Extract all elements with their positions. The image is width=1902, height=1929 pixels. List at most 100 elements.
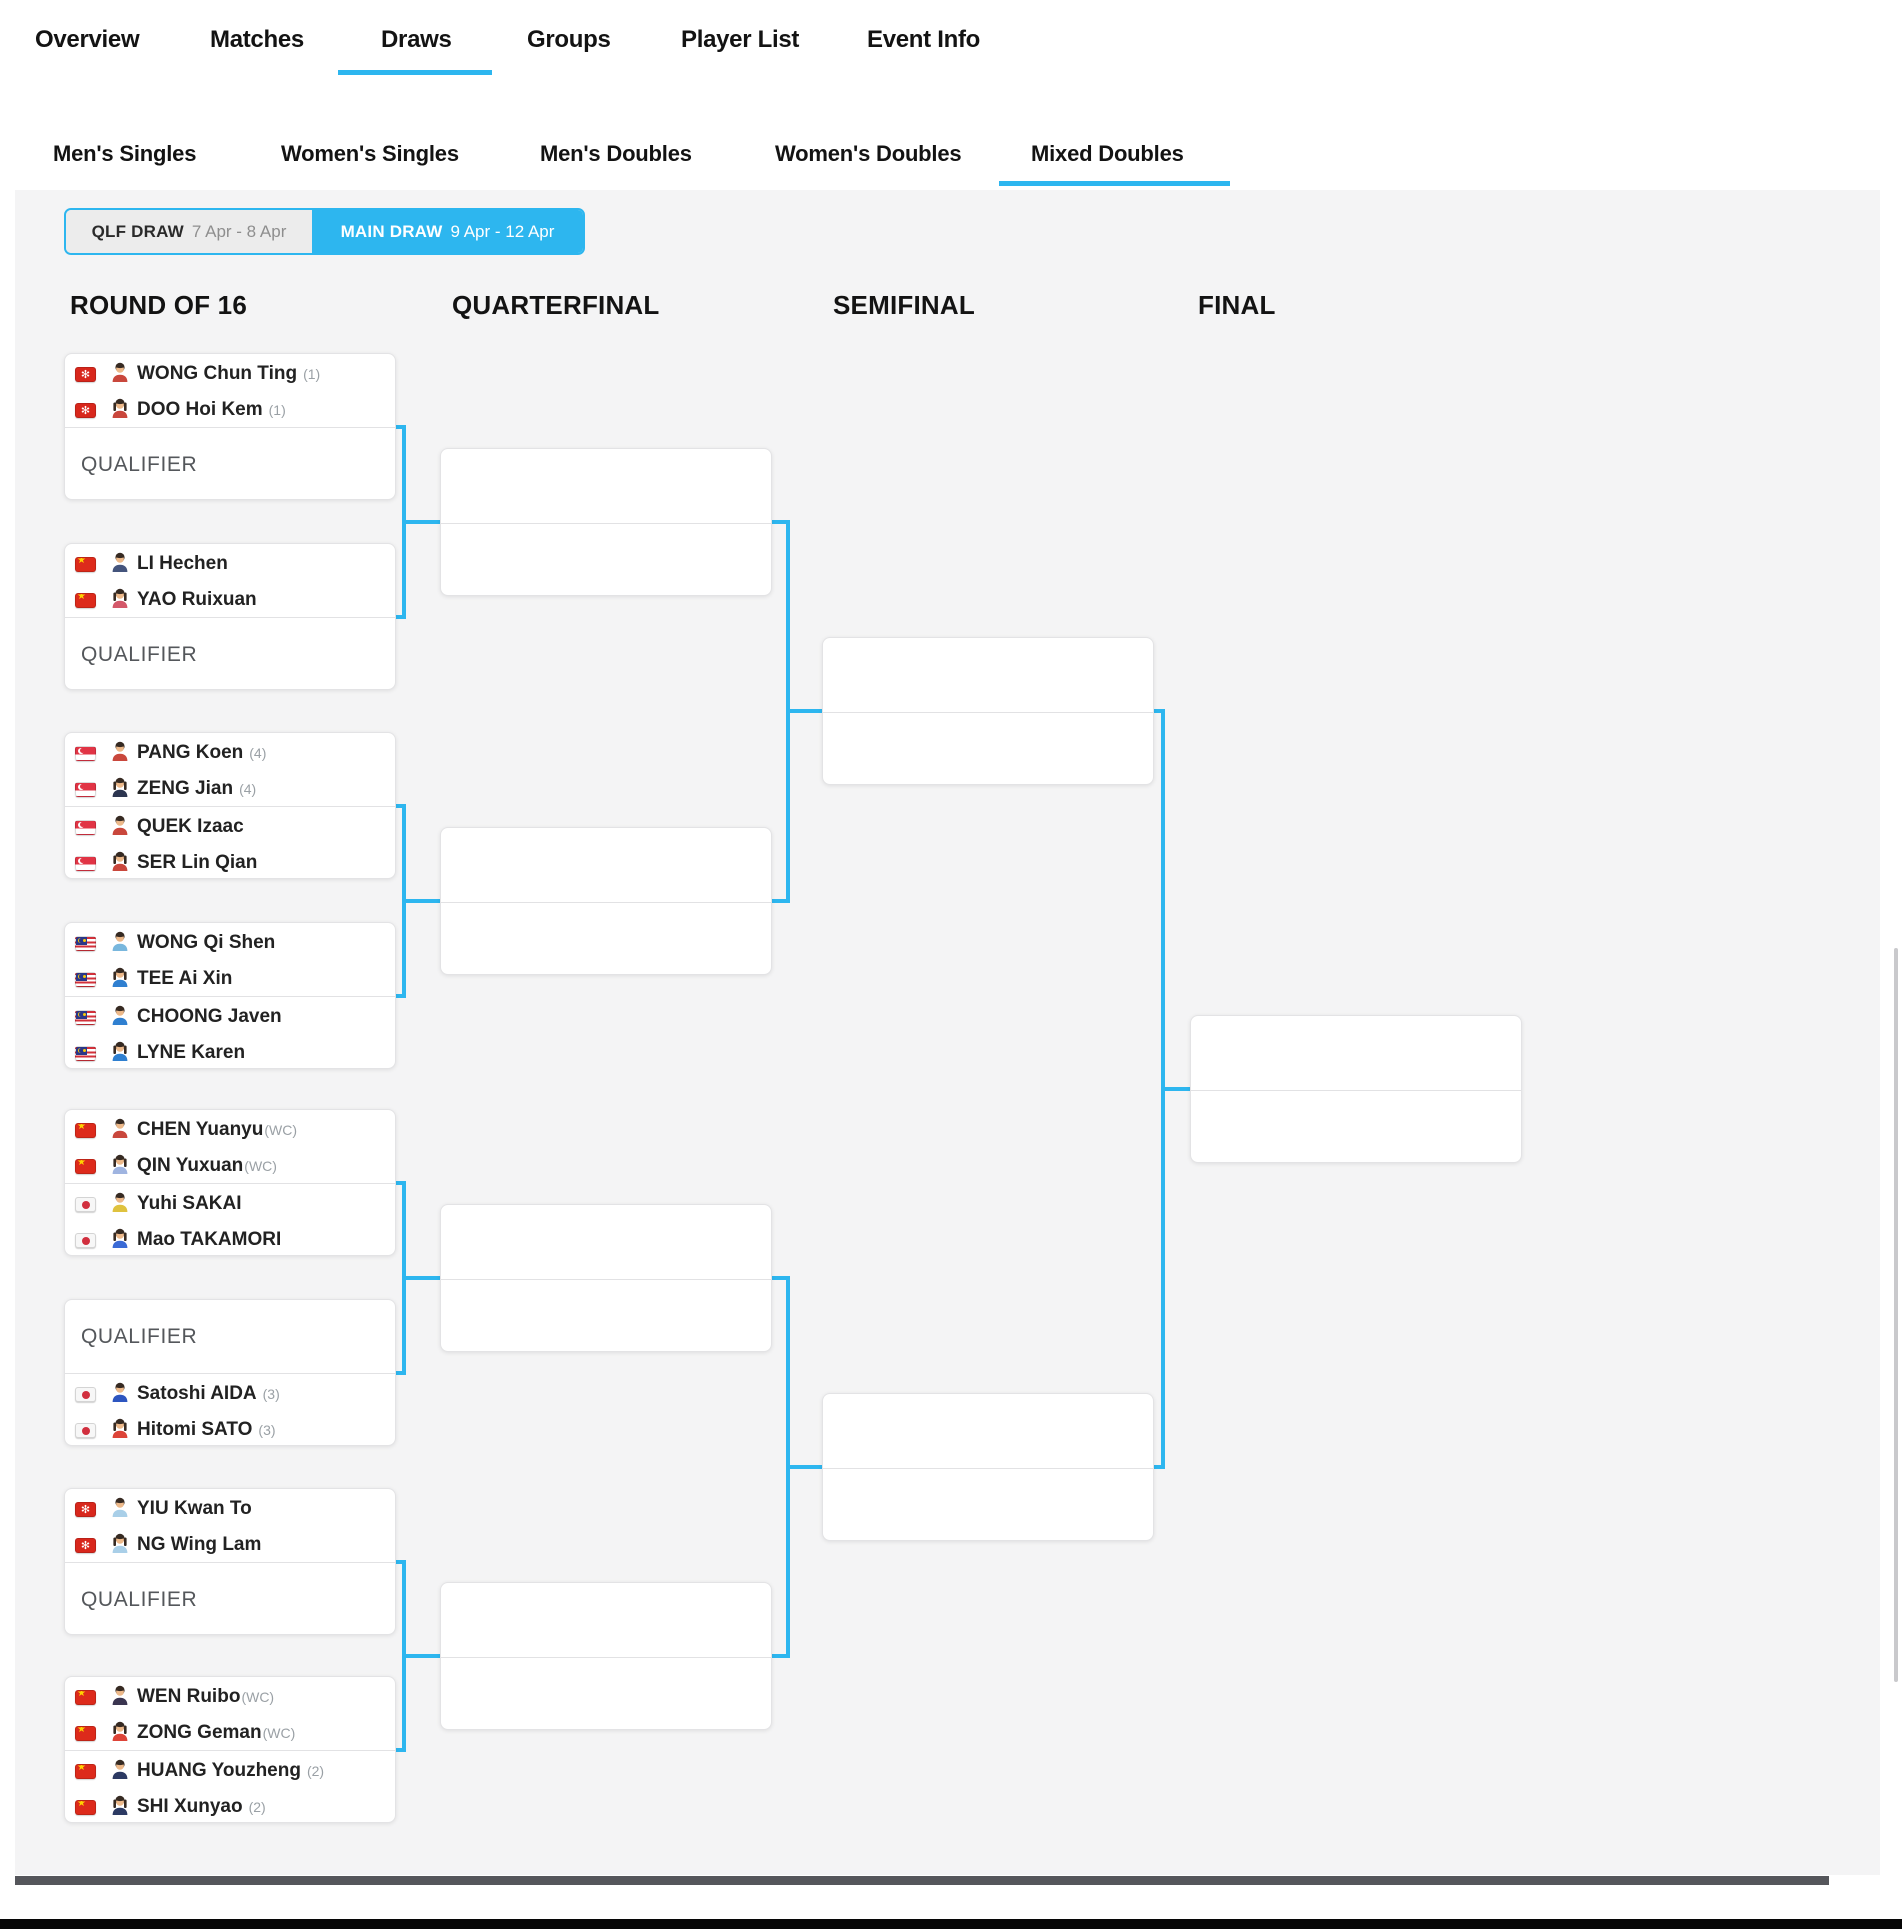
draw-stage-toggle: QLF DRAW 7 Apr - 8 Apr MAIN DRAW 9 Apr -… — [64, 208, 585, 255]
player-row: ★QIN Yuxuan(WC) — [65, 1149, 395, 1183]
bracket-connector — [394, 425, 406, 429]
player-name[interactable]: HUANG Youzheng — [137, 1760, 301, 1781]
main-draw-button[interactable]: MAIN DRAW 9 Apr - 12 Apr — [312, 210, 583, 253]
winner-slot-empty — [441, 828, 771, 902]
player-name[interactable]: PANG Koen — [137, 742, 244, 763]
player-row: ★YAO Ruixuan — [65, 583, 395, 617]
player-avatar-icon — [96, 1758, 130, 1784]
category-tab-mens-singles[interactable]: Men's Singles — [53, 141, 197, 166]
winner-slot-empty — [441, 522, 771, 598]
player-seed: (2) — [306, 1763, 325, 1779]
player-row: Yuhi SAKAI — [65, 1187, 395, 1221]
player-name[interactable]: WONG Chun Ting — [137, 363, 298, 384]
player-avatar-icon — [96, 1004, 130, 1030]
nav-item-draws[interactable]: Draws — [381, 26, 452, 53]
team-slot[interactable]: Yuhi SAKAI Mao TAKAMORI — [65, 1183, 395, 1257]
player-row: ★ LI Hechen — [65, 547, 395, 581]
vertical-scrollbar[interactable] — [1894, 948, 1898, 1682]
winner-slot-empty — [441, 1656, 771, 1732]
bracket-connector — [770, 520, 790, 524]
flag-cn-icon: ★ — [75, 556, 96, 572]
player-row: PANG Koen (4) — [65, 736, 395, 770]
nav-item-groups[interactable]: Groups — [527, 26, 611, 53]
player-name[interactable]: DOO Hoi Kem — [137, 399, 263, 420]
flag-cn-icon: ★ — [75, 1158, 96, 1174]
player-name[interactable]: Hitomi SATO — [137, 1419, 253, 1440]
team-slot[interactable]: ★CHEN Yuanyu(WC)★QIN Yuxuan(WC) — [65, 1110, 395, 1183]
qualifier-slot: QUALIFIER — [65, 617, 395, 691]
player-name[interactable]: WEN Ruibo — [137, 1686, 241, 1707]
player-name[interactable]: SHI Xunyao — [137, 1796, 243, 1817]
player-seed: (1) — [268, 402, 286, 418]
bracket-connector — [402, 1654, 442, 1658]
player-avatar-icon — [96, 1381, 130, 1407]
player-seed: (WC) — [262, 1725, 296, 1741]
qlf-draw-button[interactable]: QLF DRAW 7 Apr - 8 Apr — [66, 210, 312, 253]
player-row: ★CHEN Yuanyu(WC) — [65, 1113, 395, 1147]
player-row: ★ZONG Geman(WC) — [65, 1716, 395, 1750]
winner-slot-empty — [823, 1467, 1153, 1543]
player-name[interactable]: WONG Qi Shen — [137, 932, 276, 953]
window-bottom-bar — [0, 1919, 1902, 1929]
player-name[interactable]: Mao TAKAMORI — [137, 1229, 282, 1250]
player-avatar-icon — [96, 1720, 130, 1746]
horizontal-scrollbar-thumb[interactable] — [15, 1876, 1829, 1885]
player-name[interactable]: NG Wing Lam — [137, 1534, 262, 1555]
player-name[interactable]: YAO Ruixuan — [137, 589, 257, 610]
player-seed: (4) — [249, 745, 267, 761]
team-slot[interactable]: PANG Koen (4) ZENG Jian (4) — [65, 733, 395, 806]
bracket-connector — [786, 709, 824, 713]
player-avatar-icon — [96, 1040, 130, 1066]
round-header-semifinal: SEMIFINAL — [833, 290, 975, 320]
player-row: ★WEN Ruibo(WC) — [65, 1680, 395, 1714]
player-name[interactable]: Satoshi AIDA — [137, 1383, 257, 1404]
team-slot[interactable]: Satoshi AIDA(3)Hitomi SATO(3) — [65, 1373, 395, 1447]
player-name[interactable]: TEE Ai Xin — [137, 968, 233, 989]
player-name[interactable]: SER Lin Qian — [137, 852, 258, 873]
player-avatar-icon — [96, 1117, 130, 1143]
category-tab-womens-doubles[interactable]: Women's Doubles — [775, 141, 962, 166]
player-name[interactable]: QIN Yuxuan — [137, 1155, 244, 1176]
team-slot[interactable]: ✻YIU Kwan To✻NG Wing Lam — [65, 1489, 395, 1562]
category-tab-mens-doubles[interactable]: Men's Doubles — [540, 141, 692, 166]
player-row: Hitomi SATO(3) — [65, 1413, 395, 1447]
bracket-connector — [770, 899, 790, 903]
category-tab-mixed-doubles[interactable]: Mixed Doubles — [1031, 141, 1184, 166]
nav-item-player-list[interactable]: Player List — [681, 26, 800, 53]
player-row: ✻YIU Kwan To — [65, 1492, 395, 1526]
player-name[interactable]: QUEK Izaac — [137, 816, 244, 837]
nav-item-matches[interactable]: Matches — [210, 26, 304, 53]
category-tab-womens-singles[interactable]: Women's Singles — [281, 141, 459, 166]
round-header-quarterfinal: QUARTERFINAL — [452, 290, 660, 320]
match-box-quarterfinal-1 — [440, 448, 772, 596]
team-slot[interactable]: ✻WONG Chun Ting(1)✻DOO Hoi Kem(1) — [65, 354, 395, 427]
player-row: CHOONG Javen — [65, 1000, 395, 1034]
player-name[interactable]: Yuhi SAKAI — [137, 1193, 242, 1214]
nav-item-overview[interactable]: Overview — [35, 26, 140, 53]
player-avatar-icon — [96, 397, 130, 423]
player-avatar-icon — [96, 1227, 130, 1253]
player-name[interactable]: LYNE Karen — [137, 1042, 246, 1063]
player-name[interactable]: ZENG Jian — [137, 778, 234, 799]
main-draw-dates: 9 Apr - 12 Apr — [450, 221, 555, 241]
player-seed: (WC) — [241, 1689, 275, 1705]
team-slot[interactable]: ★ LI Hechen ★YAO Ruixuan — [65, 544, 395, 617]
player-row: Mao TAKAMORI — [65, 1223, 395, 1257]
team-slot[interactable]: ★WEN Ruibo(WC)★ZONG Geman(WC) — [65, 1677, 395, 1750]
team-slot[interactable]: ★HUANG Youzheng(2)★SHI Xunyao(2) — [65, 1750, 395, 1824]
player-name[interactable]: LI Hechen — [137, 553, 228, 574]
player-name[interactable]: YIU Kwan To — [137, 1498, 252, 1519]
qualifier-label: QUALIFIER — [81, 453, 198, 476]
flag-sg-icon — [75, 781, 96, 797]
nav-item-event-info[interactable]: Event Info — [867, 26, 981, 53]
player-name[interactable]: CHOONG Javen — [137, 1006, 282, 1027]
bracket-connector — [394, 615, 406, 619]
flag-cn-icon: ★ — [75, 1799, 96, 1815]
player-name[interactable]: ZONG Geman — [137, 1722, 262, 1743]
player-name[interactable]: CHEN Yuanyu — [137, 1119, 264, 1140]
